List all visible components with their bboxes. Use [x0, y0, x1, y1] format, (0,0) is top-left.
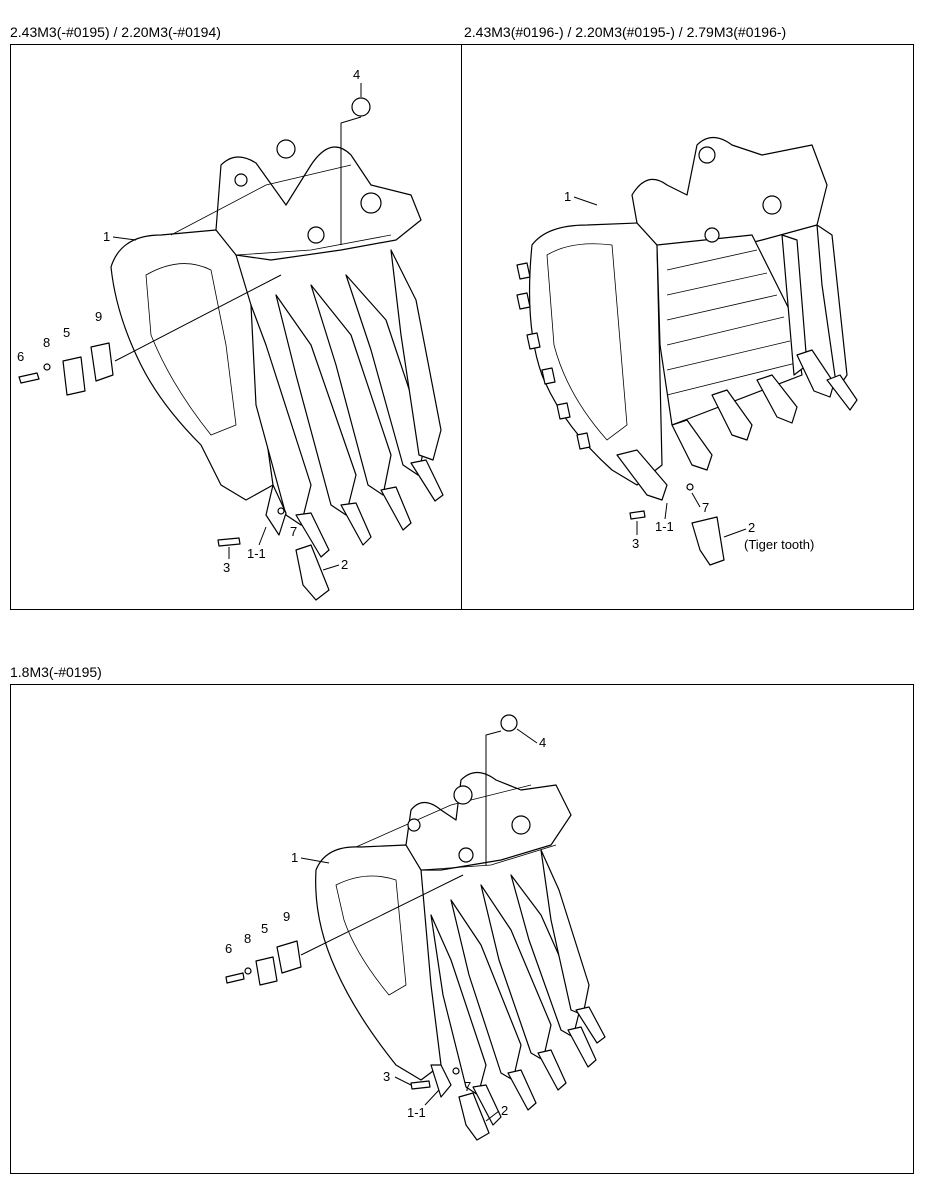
callout-b-3: 3 — [632, 536, 639, 551]
callout-a-9: 9 — [95, 309, 102, 324]
exploded-parts — [629, 483, 725, 566]
callout-b-1-1: 1-1 — [655, 519, 674, 534]
callout-c-1-1: 1-1 — [407, 1105, 426, 1120]
callout-a-6: 6 — [17, 349, 24, 364]
callout-a-8: 8 — [43, 335, 50, 350]
callout-c-2: 2 — [501, 1103, 508, 1118]
bucket-drawing-a: 4 1 9 5 8 6 7 3 1-1 2 — [17, 67, 444, 601]
bucket-teeth — [265, 459, 444, 558]
callout-c-1: 1 — [291, 850, 298, 865]
bucket-drawing-c: 4 1 9 5 8 6 7 3 1-1 2 — [225, 714, 606, 1141]
bucket-teeth — [516, 262, 858, 501]
section-caption-a: 2.43M3(-#0195) / 2.20M3(-#0194) — [10, 24, 221, 40]
exploded-parts — [18, 97, 371, 601]
callout-a-5: 5 — [63, 325, 70, 340]
callout-c-5: 5 — [261, 921, 268, 936]
diagram-panel-b: 1 7 1-1 3 2 (Tiger tooth) — [461, 44, 914, 610]
callout-c-6: 6 — [225, 941, 232, 956]
callout-b-1: 1 — [564, 189, 571, 204]
bucket-body — [110, 139, 422, 501]
callouts-a: 4 1 9 5 8 6 7 3 1-1 2 — [17, 67, 362, 575]
section-caption-c: 1.8M3(-#0195) — [10, 664, 102, 680]
bucket-body — [315, 771, 572, 1081]
tooth-shanks — [430, 849, 590, 1096]
callout-a-1: 1 — [103, 229, 110, 244]
callout-c-4: 4 — [539, 735, 546, 750]
tooth-shanks — [250, 249, 442, 526]
diagram-panel-c: 4 1 9 5 8 6 7 3 1-1 2 — [10, 684, 914, 1174]
bucket-drawing-b: 1 7 1-1 3 2 (Tiger tooth) — [516, 136, 858, 566]
callout-a-4: 4 — [353, 67, 360, 82]
callout-a-7: 7 — [290, 524, 297, 539]
callout-a-2: 2 — [341, 557, 348, 572]
callouts-b: 1 7 1-1 3 2 (Tiger tooth) — [564, 189, 814, 552]
section-caption-b: 2.43M3(#0196-) / 2.20M3(#0195-) / 2.79M3… — [464, 24, 787, 40]
callout-b-tiger-tooth: (Tiger tooth) — [744, 537, 814, 552]
callout-b-2: 2 — [748, 520, 755, 535]
callout-b-7: 7 — [702, 500, 709, 515]
callout-c-3: 3 — [383, 1069, 390, 1084]
callout-c-8: 8 — [244, 931, 251, 946]
callout-a-1-1: 1-1 — [247, 546, 266, 561]
callout-a-3: 3 — [223, 560, 230, 575]
callout-c-7: 7 — [464, 1079, 471, 1094]
exploded-parts — [225, 714, 518, 1141]
bucket-teeth — [430, 1006, 606, 1126]
callouts-c: 4 1 9 5 8 6 7 3 1-1 2 — [225, 728, 546, 1122]
callout-c-9: 9 — [283, 909, 290, 924]
diagram-panel-a: 4 1 9 5 8 6 7 3 1-1 2 — [10, 44, 462, 610]
